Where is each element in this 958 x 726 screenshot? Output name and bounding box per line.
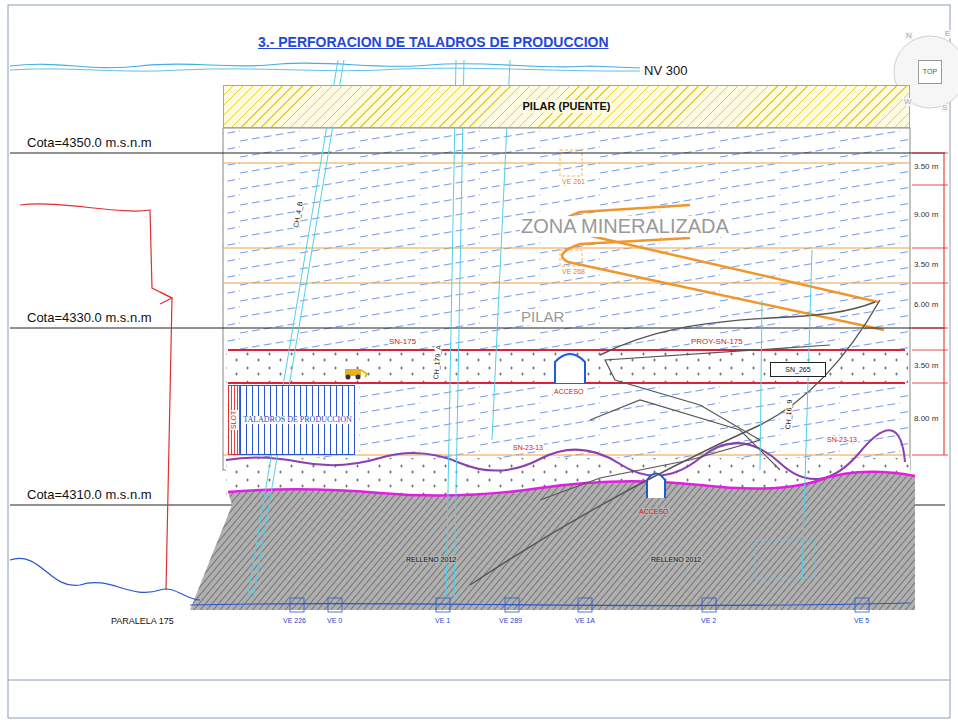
section-label: NV 300 — [643, 64, 688, 78]
node-text: TOP — [923, 68, 937, 76]
node-text: PILAR (PUENTE) — [522, 100, 612, 112]
gallery-tag-box: SN_265 — [770, 362, 826, 377]
section-label: E — [944, 30, 951, 38]
section-label: RELLENO 2012 — [405, 556, 457, 563]
section-label: Cota=4350.0 m.s.n.m — [26, 136, 153, 150]
diagram-title: 3.- PERFORACION DE TALADROS DE PRODUCCIO… — [258, 34, 609, 50]
section-label: ZONA MINERALIZADA — [520, 216, 730, 237]
section-label: RELLENO 2012 — [650, 556, 702, 563]
section-label: ACCESO — [638, 508, 670, 515]
section-label: 9.00 m — [913, 211, 939, 219]
section-label: 6.00 m — [913, 301, 939, 309]
section-label: VE 268 — [561, 268, 586, 275]
pillar-band: PILAR (PUENTE) — [223, 85, 910, 128]
section-label: W — [903, 98, 913, 106]
node-text: SLOT — [230, 410, 238, 430]
section-label: VE 289 — [498, 617, 523, 624]
section-label: PARALELA 175 — [110, 617, 175, 626]
section-label: N — [905, 32, 913, 40]
node-text: SN_265 — [785, 366, 810, 374]
section-label: VE 1A — [574, 617, 596, 624]
section-label: VE 226 — [282, 617, 307, 624]
section-label: 3.50 m — [913, 362, 939, 370]
section-label: SN-175 — [388, 338, 417, 346]
section-label: 3.50 m — [913, 163, 939, 171]
section-label: VE 2 — [700, 617, 717, 624]
section-label: Cota=4330.0 m.s.n.m — [26, 311, 153, 325]
section-label: VE 1 — [434, 617, 451, 624]
section-label: SN-23-13 — [826, 436, 858, 443]
section-label: Cota=4310.0 m.s.n.m — [26, 488, 153, 502]
production-drill-box: TALADROS DE PRODUCCION — [240, 385, 355, 455]
section-label: VE 5 — [853, 617, 870, 624]
slot-box: SLOT — [228, 385, 240, 455]
section-label: S — [941, 104, 948, 112]
section-label: VE 0 — [326, 617, 343, 624]
section-label: PILAR — [520, 309, 565, 325]
section-label: SN-23-13 — [512, 444, 544, 451]
section-label: 3.50 m — [913, 261, 939, 269]
section-label: ACCESO — [553, 388, 585, 395]
section-label: 8.00 m — [913, 415, 939, 423]
section-label: VE 261 — [561, 178, 586, 185]
compass-top-box: TOP — [918, 60, 942, 84]
node-text: TALADROS DE PRODUCCION — [242, 416, 353, 425]
section-label: PROY-SN-175 — [690, 338, 744, 346]
